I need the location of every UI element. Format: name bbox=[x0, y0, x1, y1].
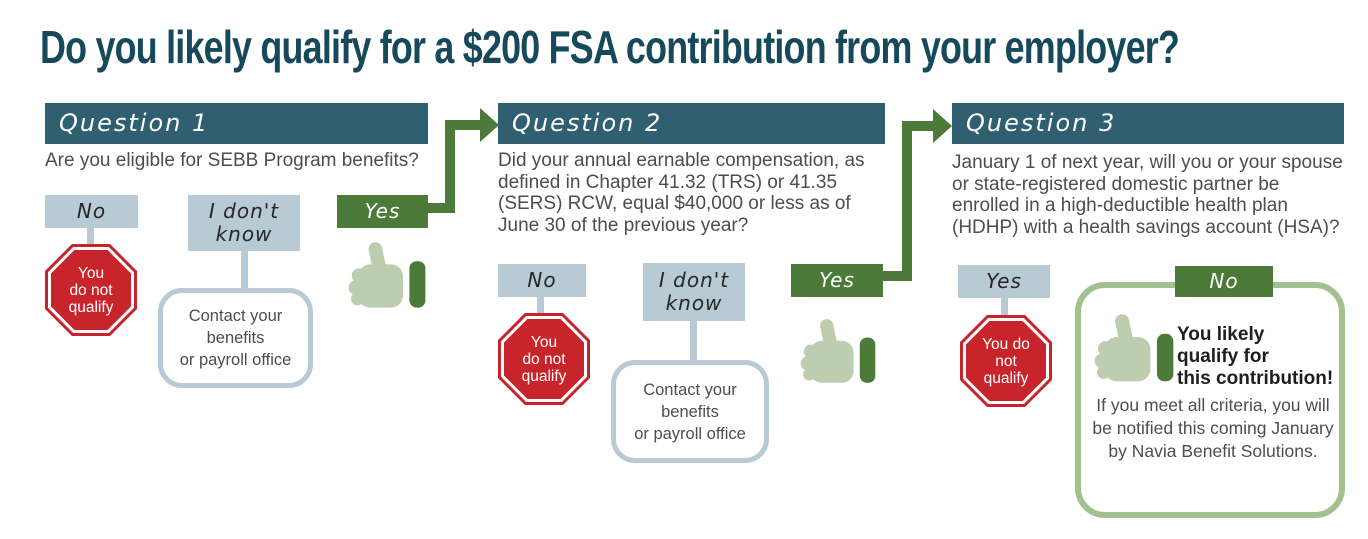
question-3-text: January 1 of next year, will you or your… bbox=[952, 152, 1343, 238]
q2-contact-box: Contact your benefits or payroll office bbox=[611, 360, 769, 463]
question-3-panel: Question 3 January 1 of next year, will … bbox=[952, 103, 1345, 523]
q3-answer-yes: Yes bbox=[958, 265, 1050, 298]
arrow-q1-q2-segment bbox=[445, 120, 455, 213]
q1-answer-dont-know: I don't know bbox=[188, 195, 300, 251]
question-1-text: Are you eligible for SEBB Program benefi… bbox=[45, 150, 419, 171]
q3-success-headline-line3: this contribution! bbox=[1177, 368, 1334, 389]
q3-success-headline-line2: qualify for bbox=[1177, 346, 1269, 367]
question-2-panel: Question 2 Did your annual earnable comp… bbox=[498, 103, 885, 473]
q3-stop-line1: You do bbox=[982, 335, 1030, 353]
q2-stop-text: You do not qualify bbox=[498, 313, 590, 405]
arrow-q1-q2-segment bbox=[425, 203, 455, 213]
q1-answer-yes: Yes bbox=[337, 195, 428, 228]
q2-stop-line1: You bbox=[530, 333, 558, 351]
arrow-q1-q2-head-icon bbox=[480, 108, 499, 142]
q2-contact-line2: benefits bbox=[661, 402, 719, 421]
q1-stop-line1: You bbox=[77, 264, 105, 282]
stop-octagon-inner bbox=[51, 250, 131, 330]
q1-stop-line2: do not bbox=[69, 281, 113, 299]
q3-stop-line3: qualify bbox=[983, 369, 1029, 387]
q1-contact-line3: or payroll office bbox=[179, 351, 292, 369]
q3-stop-sign: You do not qualify bbox=[960, 315, 1052, 407]
q2-stop-line3: qualify bbox=[521, 367, 567, 385]
q3-stop-text: You do not qualify bbox=[960, 315, 1052, 407]
question-3-header: Question 3 bbox=[952, 103, 1344, 144]
arrow-q2-q3-segment bbox=[902, 121, 934, 131]
arrow-q2-q3-segment bbox=[883, 271, 912, 281]
q3-stop-line2: not bbox=[995, 352, 1017, 370]
arrow-q2-q3-segment bbox=[902, 121, 912, 281]
q3-yes-connector bbox=[1001, 298, 1008, 317]
q2-contact-line3: or payroll office bbox=[634, 424, 746, 443]
thumbs-up-icon bbox=[1094, 314, 1174, 382]
thumbs-up-icon bbox=[800, 319, 876, 383]
q1-stop-text: You do not qualify bbox=[45, 244, 137, 336]
q3-success-box: You likely qualify for this contribution… bbox=[1075, 282, 1345, 518]
q2-answer-dont-know: I don't know bbox=[643, 263, 745, 321]
q2-dont-know-connector bbox=[690, 321, 697, 362]
q2-contact-line1: Contact your bbox=[643, 380, 737, 399]
thumbs-up-icon bbox=[348, 242, 426, 308]
q1-contact-line2: benefits bbox=[206, 329, 265, 347]
q1-stop-line3: qualify bbox=[68, 298, 114, 316]
q3-success-headline: You likely qualify for this contribution… bbox=[1177, 324, 1347, 390]
question-2-text: Did your annual earnable compensation, a… bbox=[498, 150, 865, 236]
question-2-header: Question 2 bbox=[498, 103, 885, 144]
q2-stop-line2: do not bbox=[522, 350, 566, 368]
arrow-q1-q2-segment bbox=[445, 120, 481, 130]
q2-answer-no: No bbox=[498, 264, 586, 297]
q3-answer-no: No bbox=[1175, 266, 1273, 297]
q1-no-connector bbox=[87, 228, 94, 248]
stop-octagon-inner bbox=[504, 319, 584, 399]
stop-octagon-inner bbox=[966, 321, 1046, 401]
question-1-header: Question 1 bbox=[45, 103, 428, 144]
q1-answer-no: No bbox=[45, 195, 138, 228]
q1-dont-know-connector bbox=[241, 251, 248, 289]
q2-stop-sign: You do not qualify bbox=[498, 313, 590, 405]
q1-contact-box: Contact your benefits or payroll office bbox=[158, 288, 313, 388]
q3-success-headline-line1: You likely bbox=[1177, 324, 1265, 345]
arrow-q2-q3-head-icon bbox=[933, 109, 952, 143]
question-1-panel: Question 1 Are you eligible for SEBB Pro… bbox=[45, 103, 428, 403]
q1-stop-sign: You do not qualify bbox=[45, 244, 137, 336]
page-title: Do you likely qualify for a $200 FSA con… bbox=[40, 21, 1180, 73]
q3-success-body: If you meet all criteria, you will be no… bbox=[1092, 395, 1334, 461]
q2-answer-yes: Yes bbox=[791, 264, 883, 297]
q2-no-connector bbox=[537, 297, 544, 316]
q1-contact-line1: Contact your bbox=[188, 307, 283, 325]
